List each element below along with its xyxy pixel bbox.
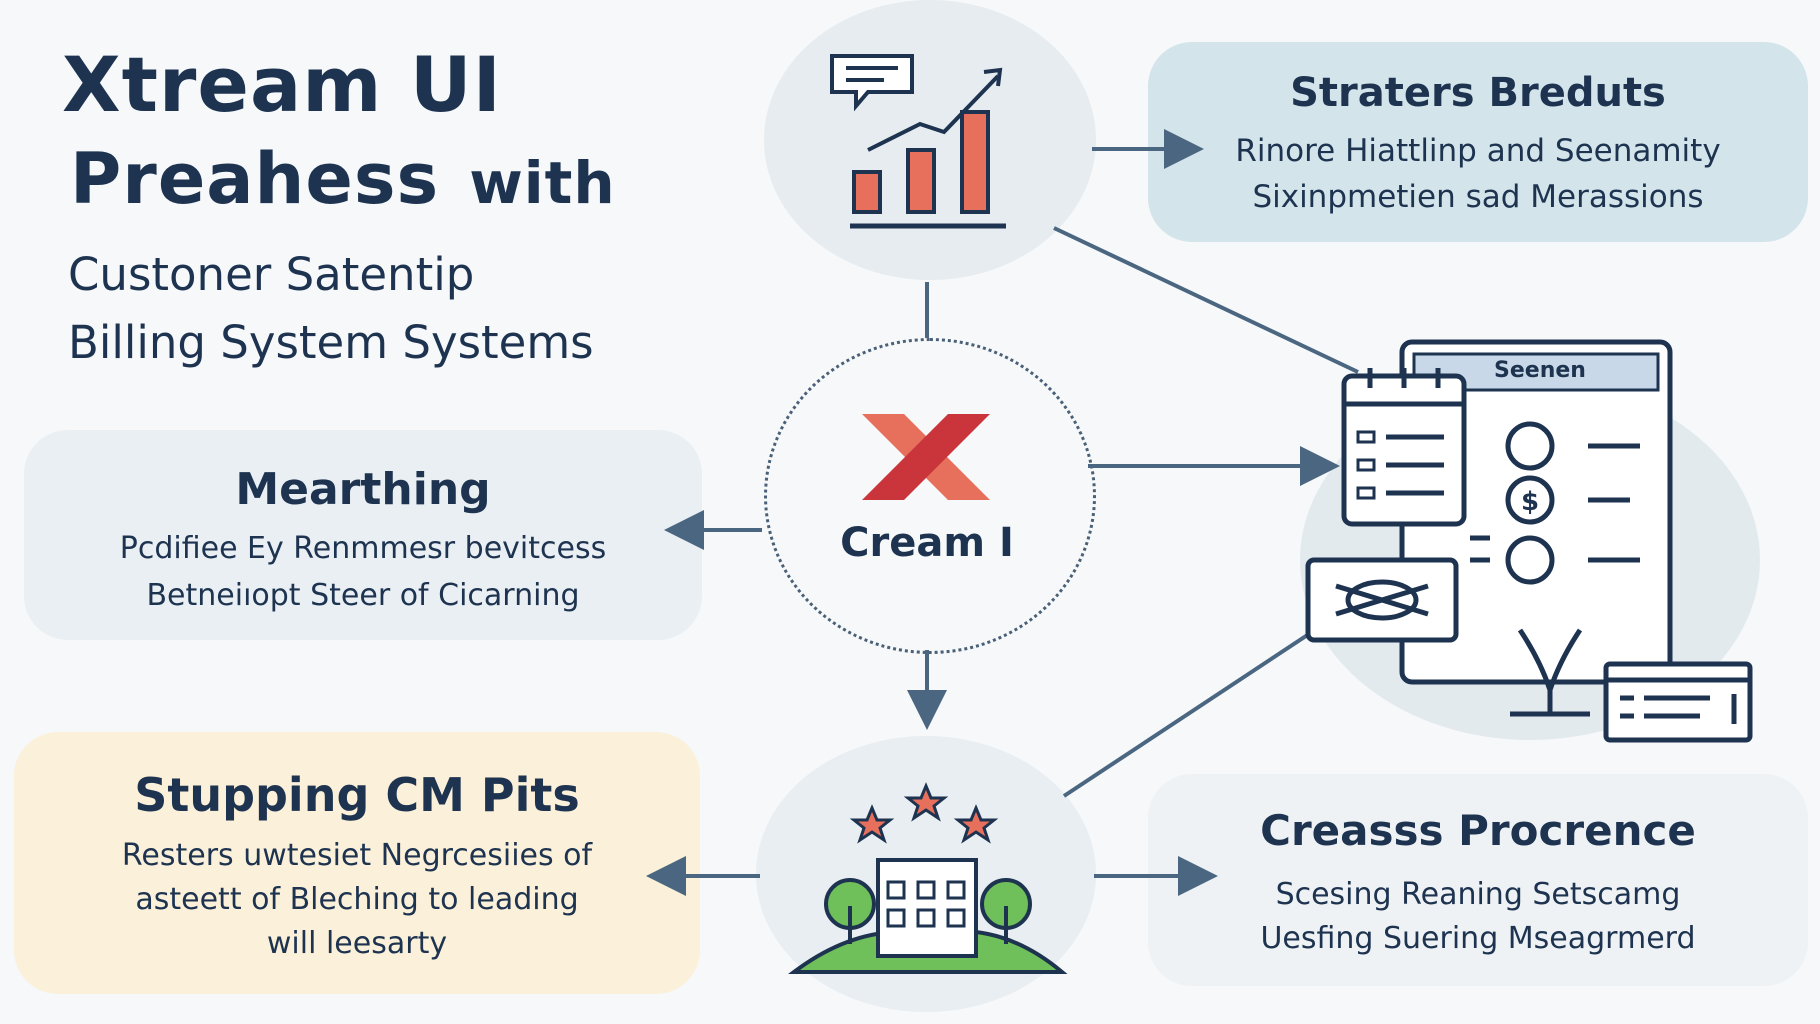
box-bottom-left: Stupping CM Pits Resters uwtesiet Negrce… [14, 732, 700, 994]
connector-arrows [646, 129, 1359, 896]
box-bottom-left-line: asteett of Bleching to leading [135, 882, 579, 917]
page-subtitle-line1: Custoner Satentip [68, 248, 475, 301]
stand-icon [1510, 628, 1590, 717]
box-bottom-left-line: Resters uwtesiet Negrcesiies of [121, 838, 593, 873]
page-title-word: Preahess [70, 138, 440, 220]
box-top-right: Straters Breduts Rinore Hiattlinp and Se… [1148, 42, 1808, 242]
x-logo-icon [862, 414, 990, 500]
box-bottom-left-line: will leesarty [266, 926, 448, 961]
page-subtitle-line2: Billing System Systems [68, 316, 594, 369]
dollar-coin-icon: $ [1521, 487, 1539, 517]
line-building-to-computer [1062, 630, 1314, 798]
box-bottom-right-heading: Creasss Procrence [1260, 806, 1696, 855]
line-chart-to-computer [1053, 226, 1359, 374]
center-hub-label: Cream I [840, 520, 1014, 566]
box-top-right-heading: Straters Breduts [1290, 70, 1666, 116]
box-bottom-right-line: Uesfing Suering Mseagrmerd [1260, 921, 1696, 956]
page-title-line1: Xtream UI [62, 40, 502, 129]
chart-circle [764, 0, 1096, 280]
box-top-right-line: Rinore Hiattlinp and Seenamity [1235, 133, 1721, 169]
box-middle-left-line: Betneiıopt Steer of Cicarning [146, 578, 580, 613]
computer-dashboard-icon [1399, 339, 1673, 685]
box-bottom-right-line: Scesing Reaning Setscamg [1275, 877, 1681, 912]
center-hub-circle [764, 338, 1096, 654]
box-middle-left-heading: Mearthing [235, 464, 491, 515]
building-stars-icon [788, 782, 1068, 974]
router-icon [1305, 557, 1459, 643]
box-middle-left: Mearthing Pcdifiee Ey Renmmesr bevitcess… [24, 430, 702, 640]
svg-text:$: $ [1521, 487, 1539, 517]
page-title-line2: Preahess with [70, 138, 616, 220]
box-middle-left-line: Pcdifiee Ey Renmmesr bevitcess [119, 531, 607, 566]
chat-bubble-icon [830, 54, 914, 112]
box-bottom-right: Creasss Procrence Scesing Reaning Setsca… [1148, 774, 1808, 986]
box-top-right-line: Sixinpmetien sad Merassions [1252, 179, 1704, 215]
calendar-icon [1341, 368, 1467, 527]
box-bottom-left-heading: Stupping CM Pits [134, 768, 580, 822]
chart-growth-icon [830, 54, 1006, 229]
small-window-icon [1603, 661, 1753, 743]
page-title-suffix: with [469, 149, 616, 217]
screen-title-label: Seenen [1494, 358, 1586, 383]
